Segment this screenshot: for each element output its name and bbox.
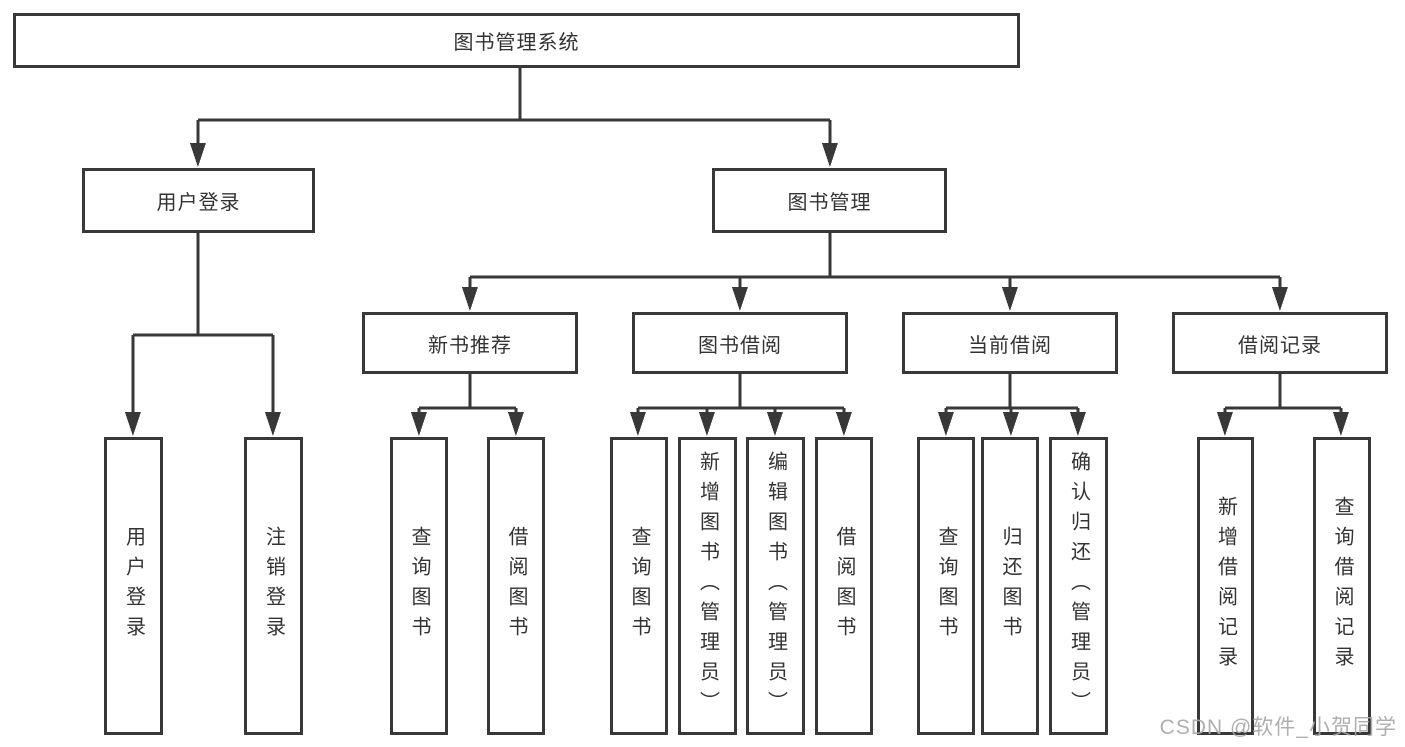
arrow-down-icon — [699, 412, 715, 436]
connector-book-management-to-level3 — [462, 233, 1288, 311]
arrow-down-icon — [822, 143, 838, 167]
node-book-borrow: 图书借阅 — [632, 312, 848, 374]
node-label: 注销登录 — [262, 526, 285, 646]
node-label: 图书管理 — [787, 192, 872, 214]
arrow-down-icon — [1333, 412, 1349, 436]
connector-new-book-recommend-to-leaves — [411, 374, 524, 436]
arrow-down-icon — [732, 287, 748, 311]
node-user-login: 用户登录 — [82, 168, 315, 233]
node-label: 借阅图书 — [833, 526, 855, 646]
arrow-down-icon — [1217, 412, 1233, 436]
node-label: 借阅记录 — [1238, 334, 1322, 357]
node-label: 新增图书（管理员） — [696, 451, 719, 721]
node-label: 查询图书 — [628, 526, 650, 646]
arrow-down-icon — [265, 412, 281, 436]
arrow-down-icon — [125, 412, 141, 436]
leaf-user-login: 用户登录 — [104, 437, 163, 735]
node-current-borrow: 当前借阅 — [902, 312, 1118, 374]
arrow-down-icon — [1070, 412, 1086, 436]
node-new-book-recommend: 新书推荐 — [362, 312, 578, 374]
node-label: 新书推荐 — [428, 334, 512, 357]
connector-root-to-level2 — [190, 65, 838, 167]
arrow-down-icon — [411, 412, 427, 436]
node-library-management-system: 图书管理系统 — [13, 13, 1020, 68]
arrow-down-icon — [938, 412, 954, 436]
leaf-borrow-borrow-books: 借阅图书 — [815, 437, 873, 735]
leaf-record-add-borrow-record: 新增借阅记录 — [1197, 437, 1254, 735]
connector-current-borrow-to-leaves — [938, 374, 1086, 436]
arrow-down-icon — [508, 412, 524, 436]
node-label: 当前借阅 — [968, 334, 1052, 357]
connector-user-login-to-leaves — [125, 233, 281, 436]
node-label: 借阅图书 — [505, 526, 527, 646]
node-label: 编辑图书（管理员） — [764, 451, 787, 721]
node-label: 图书借阅 — [698, 334, 782, 357]
node-label: 查询图书 — [935, 526, 957, 646]
arrow-down-icon — [767, 412, 783, 436]
node-label: 用户登录 — [122, 526, 145, 646]
leaf-recommend-borrow-books: 借阅图书 — [487, 437, 545, 735]
arrow-down-icon — [462, 287, 478, 311]
leaf-current-return-books: 归还图书 — [981, 437, 1039, 735]
node-label: 查询借阅记录 — [1331, 496, 1353, 676]
leaf-current-query-books: 查询图书 — [917, 437, 975, 735]
leaf-borrow-add-books-admin: 新增图书（管理员） — [678, 437, 737, 735]
arrow-down-icon — [1003, 412, 1019, 436]
leaf-current-confirm-return-admin: 确认归还（管理员） — [1049, 437, 1108, 735]
connector-book-borrow-to-leaves — [630, 374, 852, 436]
node-book-management: 图书管理 — [712, 168, 947, 233]
node-label: 查询图书 — [408, 526, 430, 646]
node-borrow-record: 借阅记录 — [1172, 312, 1388, 374]
node-label: 新增借阅记录 — [1214, 496, 1237, 676]
node-label: 用户登录 — [156, 192, 241, 214]
leaf-logout-login: 注销登录 — [244, 437, 303, 735]
leaf-recommend-query-books: 查询图书 — [390, 437, 448, 735]
arrow-down-icon — [1272, 287, 1288, 311]
leaf-record-query-borrow-record: 查询借阅记录 — [1313, 437, 1371, 735]
arrow-down-icon — [1002, 287, 1018, 311]
node-label: 图书管理系统 — [453, 32, 580, 54]
connector-borrow-record-to-leaves — [1217, 374, 1349, 436]
arrow-down-icon — [836, 412, 852, 436]
arrow-down-icon — [190, 143, 206, 167]
leaf-borrow-edit-books-admin: 编辑图书（管理员） — [746, 437, 805, 735]
arrow-down-icon — [630, 412, 646, 436]
node-label: 确认归还（管理员） — [1067, 451, 1090, 721]
node-label: 归还图书 — [999, 526, 1021, 646]
leaf-borrow-query-books: 查询图书 — [610, 437, 668, 735]
